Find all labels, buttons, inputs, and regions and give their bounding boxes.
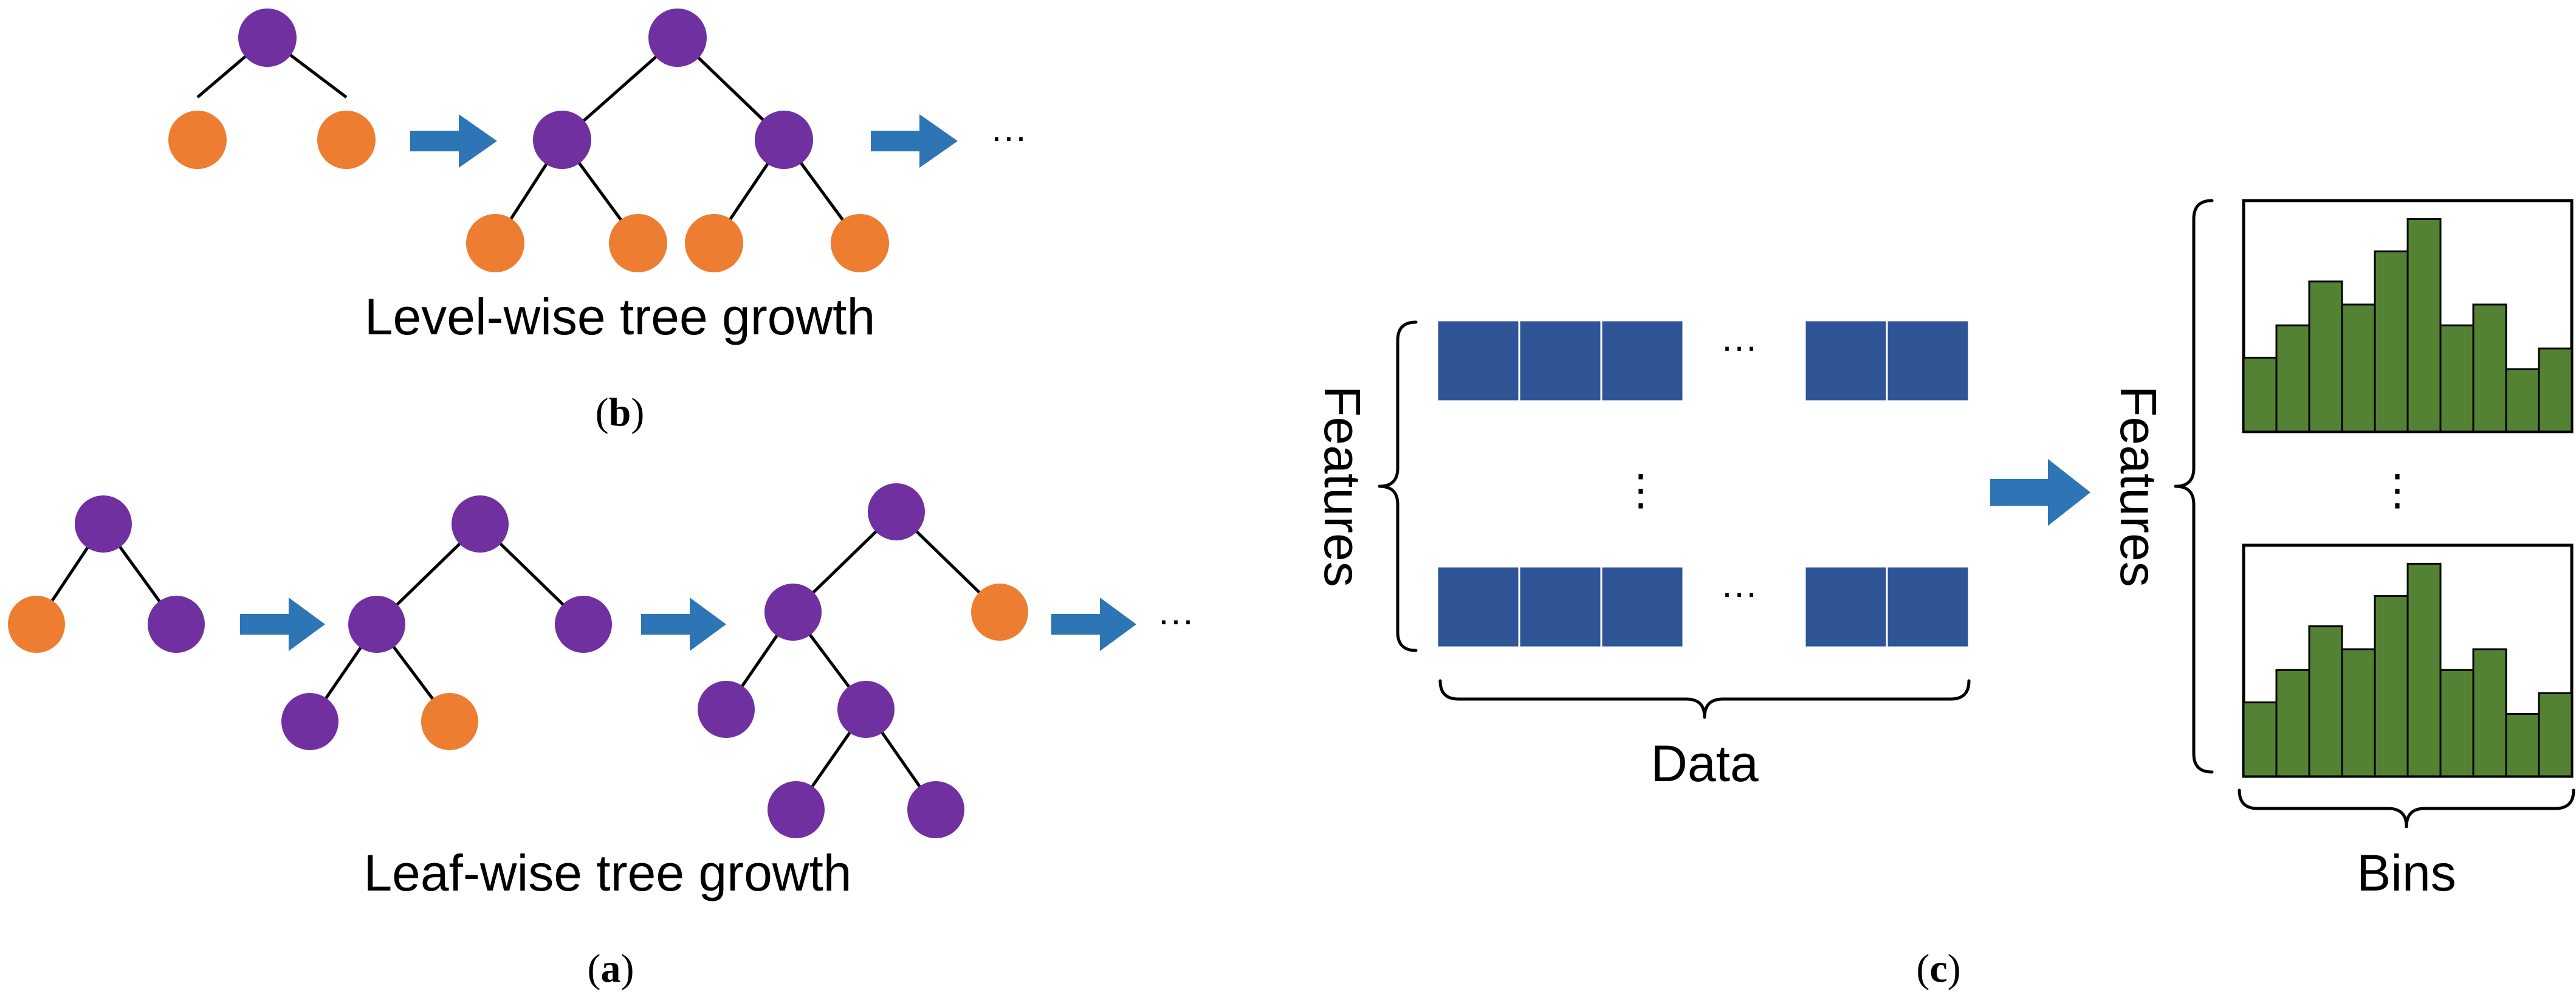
ellipsis: ···: [991, 116, 1027, 157]
tree-node-leaf: [168, 111, 227, 169]
tree-node-internal: [837, 681, 895, 738]
histogram-bar: [2242, 356, 2278, 433]
tree-node-internal: [698, 681, 755, 738]
histogram-bar: [2505, 712, 2540, 777]
tree-node-internal: [907, 781, 964, 838]
row-ellipsis: ···: [1721, 326, 1757, 367]
data-cell: [1600, 565, 1685, 649]
arrow-icon: [410, 114, 497, 168]
data-cell: [1518, 319, 1602, 402]
arrow-icon: [641, 598, 726, 651]
tree-node-internal: [452, 495, 509, 553]
histogram-bar: [2406, 562, 2442, 777]
panel-a-leaf-wise: ··· Leaf-wise tree growth (a): [8, 483, 1194, 991]
tree-node-leaf: [317, 111, 376, 169]
histogram-bar: [2242, 701, 2278, 777]
tree-b2: [466, 9, 889, 272]
tree-node-leaf: [609, 214, 667, 272]
histogram-bar: [2538, 692, 2573, 777]
histogram-bar: [2275, 669, 2310, 777]
data-grid: [1436, 319, 1970, 649]
panel-label-c: (c): [1916, 946, 1960, 991]
vertical-ellipsis: ⋮: [1619, 466, 1662, 514]
features-label-right: Features: [2110, 385, 2167, 587]
tree-node-internal: [764, 584, 822, 641]
histogram-bar: [2374, 595, 2409, 777]
panel-label-a: (a): [588, 946, 634, 991]
tree-node-internal: [281, 693, 338, 750]
caption-leaf-wise: Leaf-wise tree growth: [363, 844, 851, 901]
bins-label: Bins: [2357, 844, 2456, 901]
tree-node-internal: [238, 9, 297, 67]
data-cell: [1436, 565, 1520, 649]
tree-node-internal: [555, 596, 612, 653]
features-brace-right: [2174, 199, 2214, 774]
bins-brace: [2238, 788, 2575, 829]
tree-a2: [281, 495, 612, 750]
tree-node-internal: [648, 9, 707, 67]
data-cell: [1436, 319, 1520, 402]
histogram-bar: [2472, 648, 2507, 777]
panel-c-histogram: Features ··· ··· ⋮ Data Features ⋮ Bins …: [1314, 199, 2575, 991]
arrow-icon: [240, 598, 325, 651]
caption-level-wise: Level-wise tree growth: [365, 288, 875, 345]
histogram-bar: [2275, 324, 2310, 433]
tree-node-leaf: [685, 214, 743, 272]
ellipsis: ···: [1158, 599, 1194, 640]
data-cell: [1804, 319, 1888, 402]
histogram-bar: [2341, 648, 2376, 777]
histogram-bar: [2472, 303, 2507, 433]
features-label-left: Features: [1314, 385, 1371, 587]
data-cell: [1886, 319, 1970, 402]
tree-node-leaf: [8, 596, 65, 653]
tree-node-internal: [348, 596, 405, 653]
features-brace-left: [1378, 320, 1418, 652]
data-brace: [1438, 679, 1971, 719]
histogram-bar: [2439, 669, 2475, 777]
vertical-ellipsis: ⋮: [2376, 466, 2419, 514]
row-ellipsis: ···: [1721, 572, 1757, 613]
histogram-bar: [2505, 368, 2540, 433]
arrow-icon: [1051, 598, 1136, 651]
tree-a3: [698, 483, 1028, 838]
tree-node-leaf: [421, 693, 478, 750]
arrow-icon: [871, 114, 958, 168]
tree-a1: [8, 495, 205, 653]
histogram-bar: [2406, 218, 2442, 433]
data-cell: [1804, 565, 1888, 649]
tree-node-leaf: [971, 584, 1028, 641]
tree-node-internal: [148, 596, 205, 653]
data-label: Data: [1650, 735, 1759, 792]
data-cell: [1518, 565, 1602, 649]
tree-node-leaf: [831, 214, 889, 272]
tree-node-internal: [75, 495, 132, 553]
arrow-icon: [1990, 459, 2090, 526]
histogram-bar: [2308, 280, 2343, 433]
tree-node-internal: [755, 111, 813, 169]
histogram-bar: [2374, 250, 2409, 433]
histogram-bar: [2439, 324, 2475, 433]
tree-node-internal: [533, 111, 591, 169]
tree-node-internal: [768, 781, 825, 838]
panel-b-level-wise: ··· Level-wise tree growth (b): [168, 9, 1027, 435]
histogram-bar: [2538, 347, 2573, 433]
data-cell: [1886, 565, 1970, 649]
tree-b1: [168, 9, 376, 169]
data-cell: [1600, 319, 1685, 402]
tree-node-leaf: [466, 214, 524, 272]
panel-label-b: (b): [596, 390, 645, 435]
histograms: [2242, 199, 2574, 778]
tree-node-internal: [868, 483, 925, 540]
histogram-bar: [2308, 625, 2343, 777]
histogram-bar: [2341, 303, 2376, 433]
